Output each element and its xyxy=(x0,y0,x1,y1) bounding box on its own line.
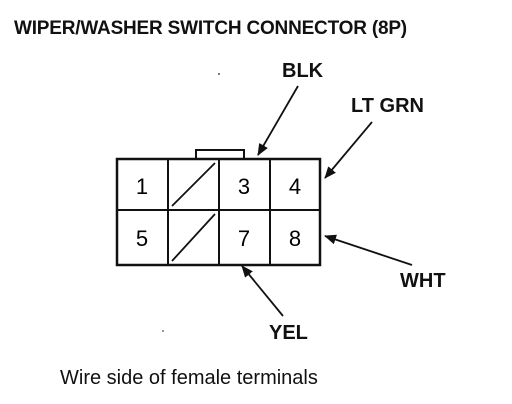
pin-1-label: 1 xyxy=(136,174,148,199)
empty-cavity-2-slash xyxy=(171,162,216,207)
wire-label-wht: WHT xyxy=(400,270,446,292)
pin-7-label: 7 xyxy=(238,226,250,251)
wire-label-yel: YEL xyxy=(269,322,308,344)
pin-4-label: 4 xyxy=(289,174,301,199)
wht-leader-arrow xyxy=(324,234,413,266)
yel-leader-arrow xyxy=(241,265,284,317)
pin-8-label: 8 xyxy=(289,226,301,251)
pin-5-label: 5 xyxy=(136,226,148,251)
pin-3-label: 3 xyxy=(238,174,250,199)
diagram-title: WIPER/WASHER SWITCH CONNECTOR (8P) xyxy=(14,18,407,39)
scan-speck xyxy=(162,330,164,332)
diagram-caption: Wire side of female terminals xyxy=(60,367,318,389)
connector-lock-tab xyxy=(195,149,245,160)
lt-grn-leader-arrow xyxy=(324,121,373,179)
wire-label-blk: BLK xyxy=(282,60,324,82)
blk-leader-arrow xyxy=(257,85,299,156)
wire-label-lt-grn: LT GRN xyxy=(351,95,424,117)
empty-cavity-6-slash xyxy=(171,213,216,262)
scan-speck xyxy=(218,73,220,75)
